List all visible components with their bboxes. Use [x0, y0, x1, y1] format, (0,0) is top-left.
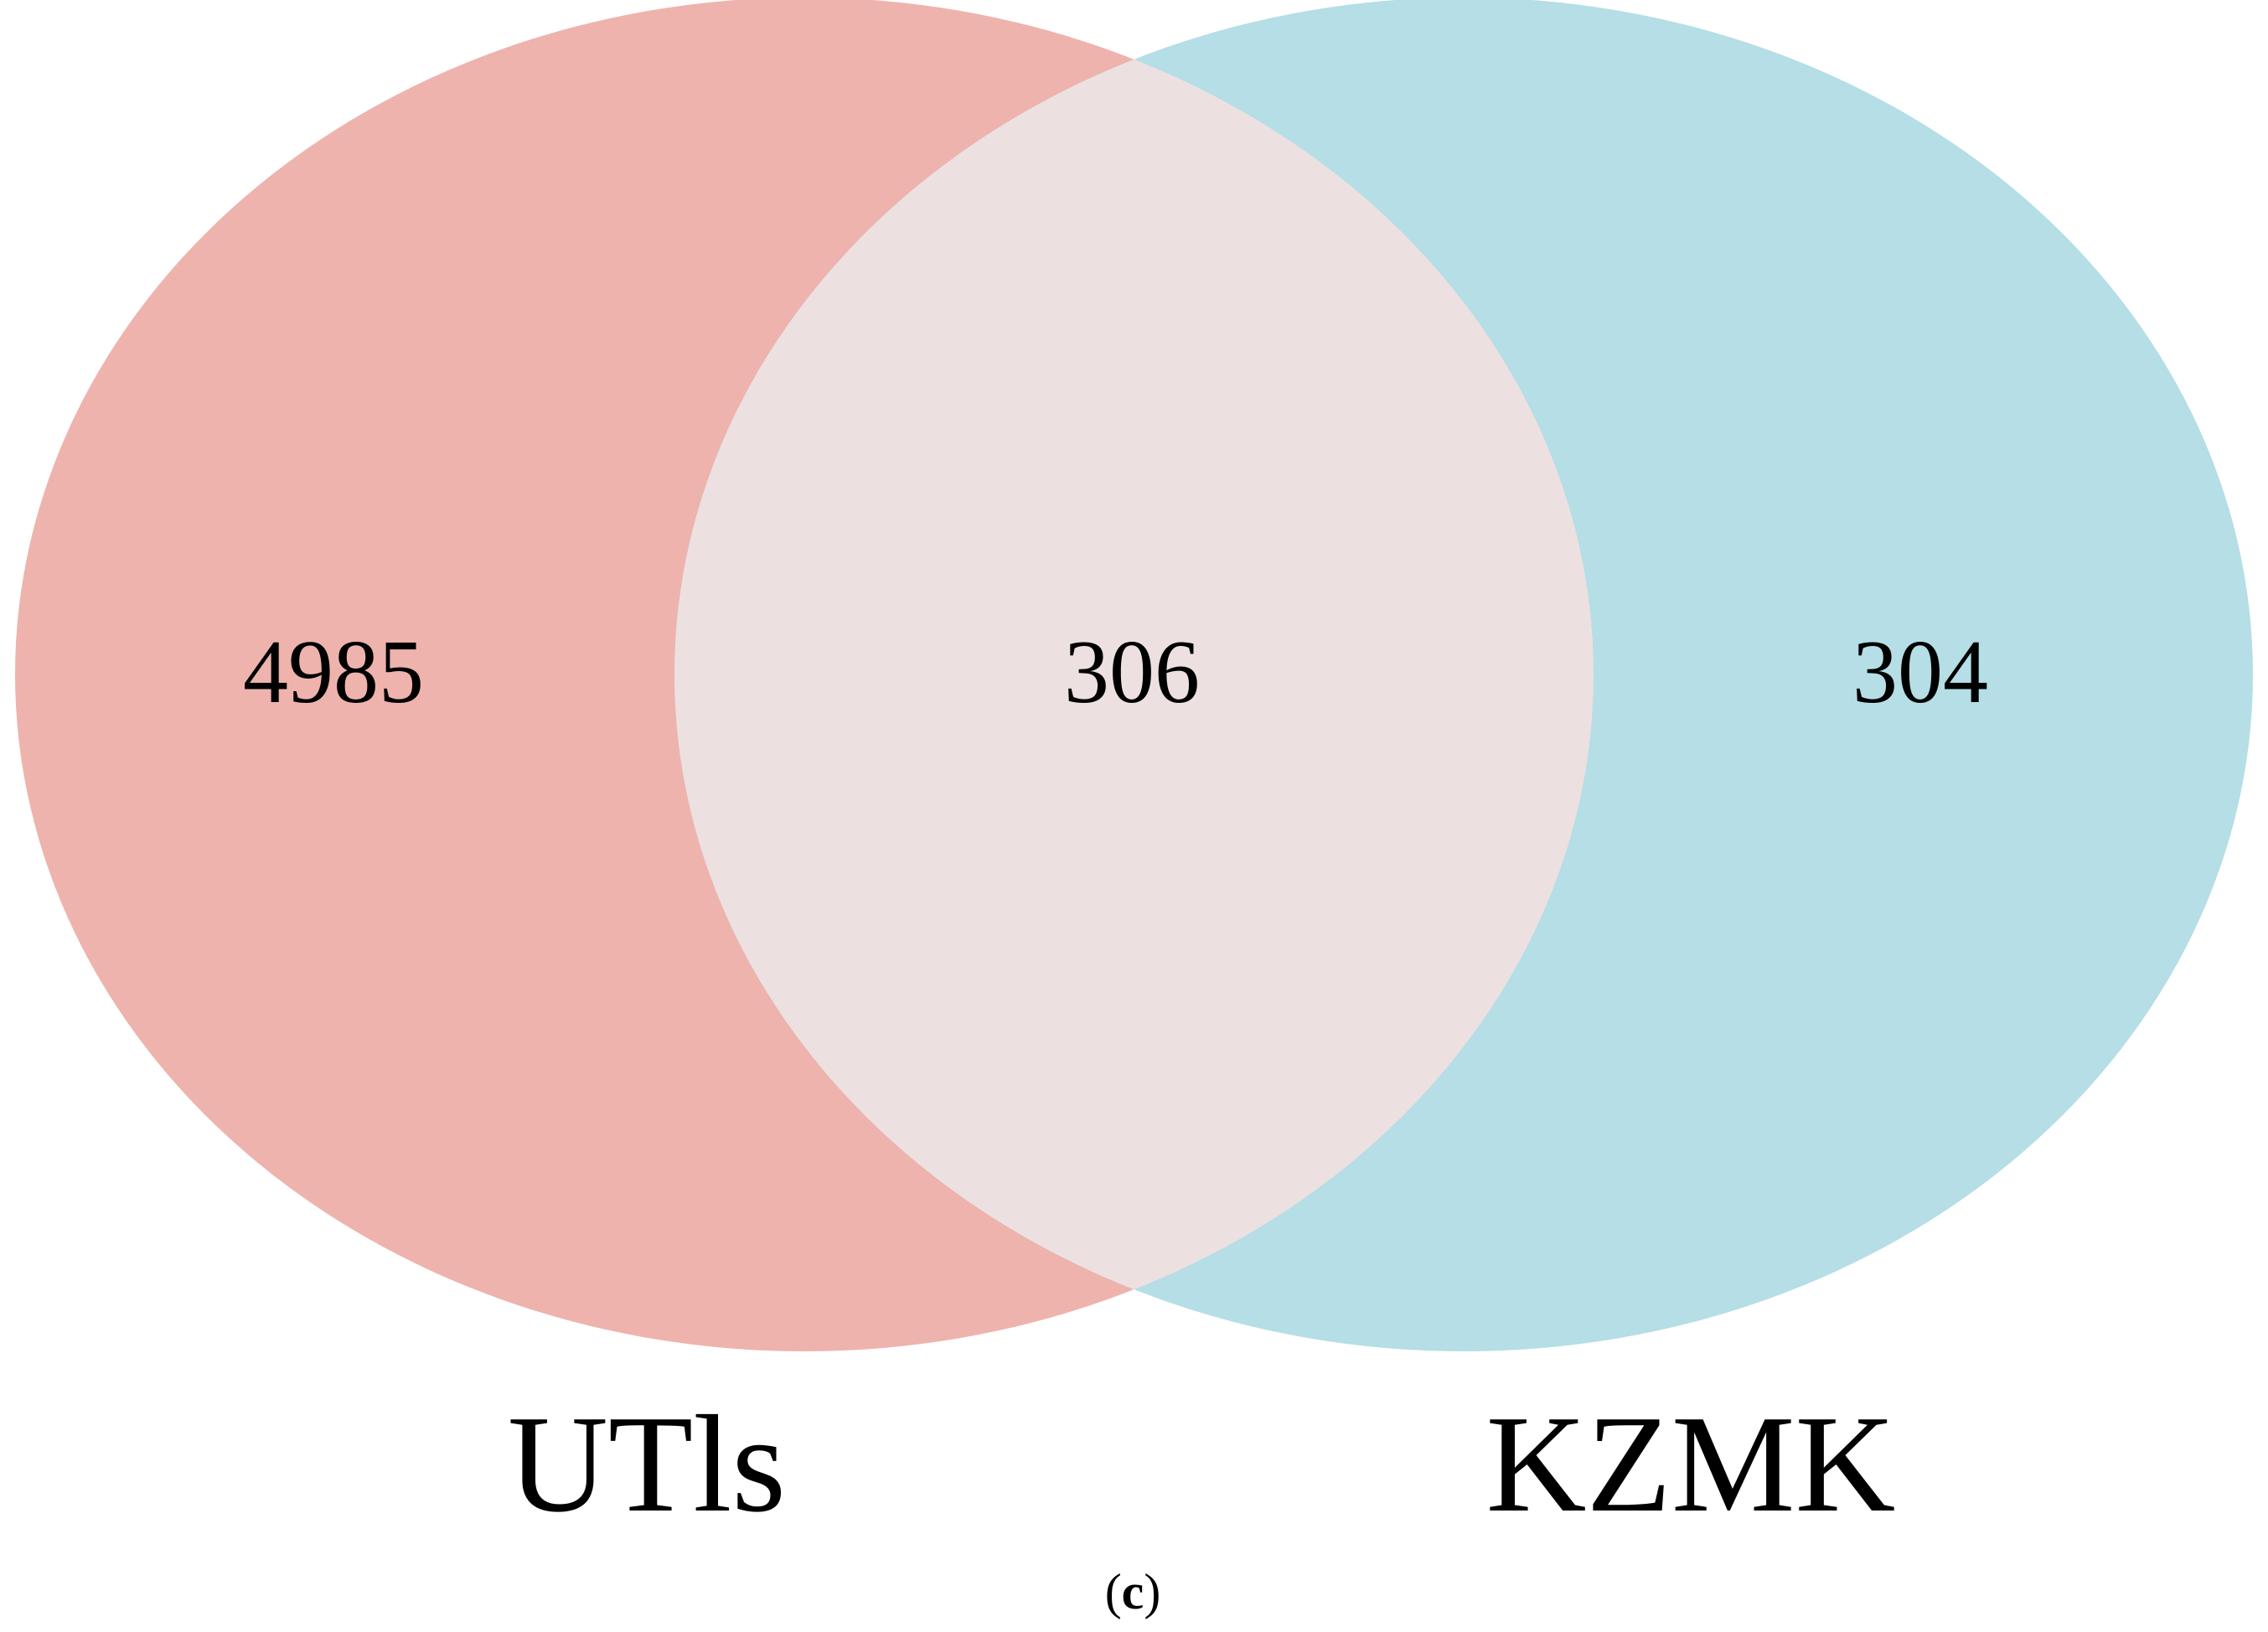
kzmk-only-count: 304: [1852, 622, 1988, 722]
overlap-count: 306: [1064, 622, 1200, 722]
set-label-utls: UTls: [508, 1387, 786, 1541]
overlap-region: [674, 0, 1594, 1351]
figure-caption: (c): [1105, 1564, 1161, 1619]
utls-only-count: 4985: [243, 622, 424, 722]
set-label-kzmk: KZMK: [1486, 1387, 1896, 1541]
caption-letter: c: [1122, 1564, 1144, 1619]
caption-close-paren: ): [1144, 1564, 1160, 1619]
caption-open-paren: (: [1105, 1564, 1122, 1619]
